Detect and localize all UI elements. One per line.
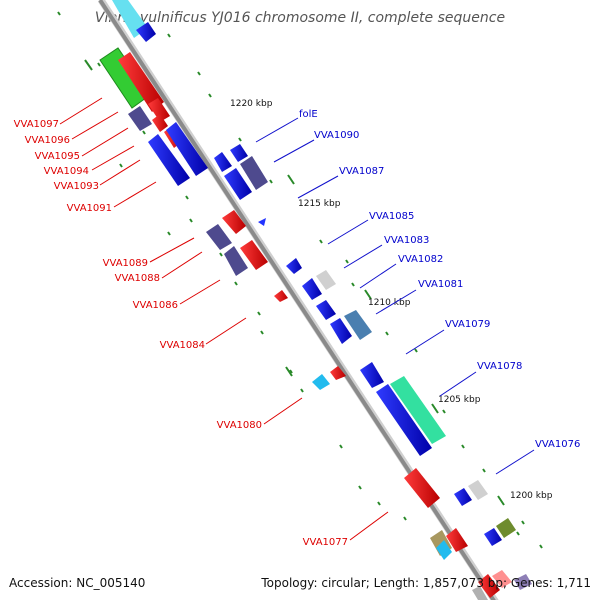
gene-feature (152, 114, 168, 132)
gene-feature (136, 22, 156, 42)
gene-label-vva1089: VVA1089 (103, 258, 148, 269)
gene-feature (224, 246, 248, 276)
gene-feature (316, 300, 336, 320)
gene-feature (454, 488, 472, 506)
gene-label-vva1085: VVA1085 (369, 211, 414, 222)
gene-feature (436, 540, 452, 560)
scale-label: 1210 kbp (368, 298, 411, 308)
gene-feature (404, 468, 440, 508)
gene-feature (446, 528, 468, 552)
gene-feature (240, 156, 268, 190)
gene-feature (376, 384, 432, 456)
gene-feature (344, 310, 372, 340)
gene-feature (390, 376, 446, 444)
gene-feature (230, 144, 248, 162)
forward-labels: folE VVA1090 VVA1087 VVA1085 VVA1083 VVA… (299, 109, 580, 450)
gene-feature (330, 366, 346, 380)
gene-feature (148, 134, 190, 186)
gene-label-vva1084: VVA1084 (160, 340, 205, 351)
gene-label-vva1088: VVA1088 (115, 273, 160, 284)
reverse-label-leaders (59, 97, 389, 541)
gene-feature (492, 570, 512, 588)
gene-label-vva1091: VVA1091 (67, 203, 112, 214)
gene-feature (206, 224, 232, 250)
gene-label-vva1083: VVA1083 (384, 235, 429, 246)
gene-label-fole: folE (299, 109, 318, 120)
gene-feature (302, 278, 322, 300)
tick-track-outer-right (167, 33, 543, 549)
gene-feature (128, 106, 152, 131)
gene-feature (258, 218, 266, 226)
gene-feature (214, 152, 232, 172)
reverse-labels: VVA1097 VVA1096 VVA1095 VVA1094 VVA1093 … (14, 119, 348, 548)
gene-label-vva1096: VVA1096 (25, 135, 70, 146)
gene-feature (478, 574, 500, 598)
gene-feature (222, 210, 246, 234)
gene-label-vva1090: VVA1090 (314, 130, 359, 141)
gene-label-vva1079: VVA1079 (445, 319, 490, 330)
gene-feature (312, 374, 330, 390)
gene-feature (148, 98, 170, 122)
gene-feature (166, 122, 208, 176)
reverse-strand-features (99, 47, 468, 560)
tick-track-inner (84, 59, 520, 536)
gene-feature (240, 240, 268, 270)
gene-label-vva1076: VVA1076 (535, 439, 580, 450)
gene-label-vva1086: VVA1086 (133, 300, 178, 311)
map-title: Vibrio vulnificus YJ016 chromosome II, c… (94, 10, 506, 26)
topology-summary: Topology: circular; Length: 1,857,073 bp… (261, 576, 591, 590)
gene-feature (286, 258, 302, 274)
gene-feature (468, 480, 488, 500)
gene-label-vva1077: VVA1077 (303, 537, 348, 548)
gene-label-vva1078: VVA1078 (477, 361, 522, 372)
gene-label-vva1082: VVA1082 (398, 254, 443, 265)
forward-strand-features (112, 0, 532, 600)
gene-label-vva1093: VVA1093 (54, 181, 99, 192)
gene-feature (330, 318, 352, 344)
gene-label-vva1097: VVA1097 (14, 119, 59, 130)
gene-feature (472, 586, 488, 600)
gene-feature (274, 290, 288, 302)
tick-track-outer-left (57, 11, 407, 521)
gene-feature (316, 270, 336, 290)
gene-feature (118, 52, 164, 112)
gene-feature (224, 168, 252, 200)
accession-text: Accession: NC_005140 (9, 576, 146, 590)
scale-label: 1200 kbp (510, 491, 553, 501)
gene-feature (496, 518, 516, 538)
gene-feature (360, 362, 384, 388)
gene-label-vva1081: VVA1081 (418, 279, 463, 290)
scale-label: 1205 kbp (438, 395, 481, 405)
forward-label-leaders (255, 117, 535, 475)
gene-feature (514, 574, 532, 590)
gene-label-vva1087: VVA1087 (339, 166, 384, 177)
scale-label: 1215 kbp (298, 199, 341, 209)
backbone-line (98, 0, 496, 600)
gene-feature (484, 528, 502, 546)
scale-label: 1220 kbp (230, 99, 273, 109)
gene-label-vva1094: VVA1094 (44, 166, 89, 177)
gene-label-vva1080: VVA1080 (217, 420, 262, 431)
scale-labels: 1220 kbp 1215 kbp 1210 kbp 1205 kbp 1200… (230, 99, 553, 501)
gene-label-vva1095: VVA1095 (35, 151, 80, 162)
